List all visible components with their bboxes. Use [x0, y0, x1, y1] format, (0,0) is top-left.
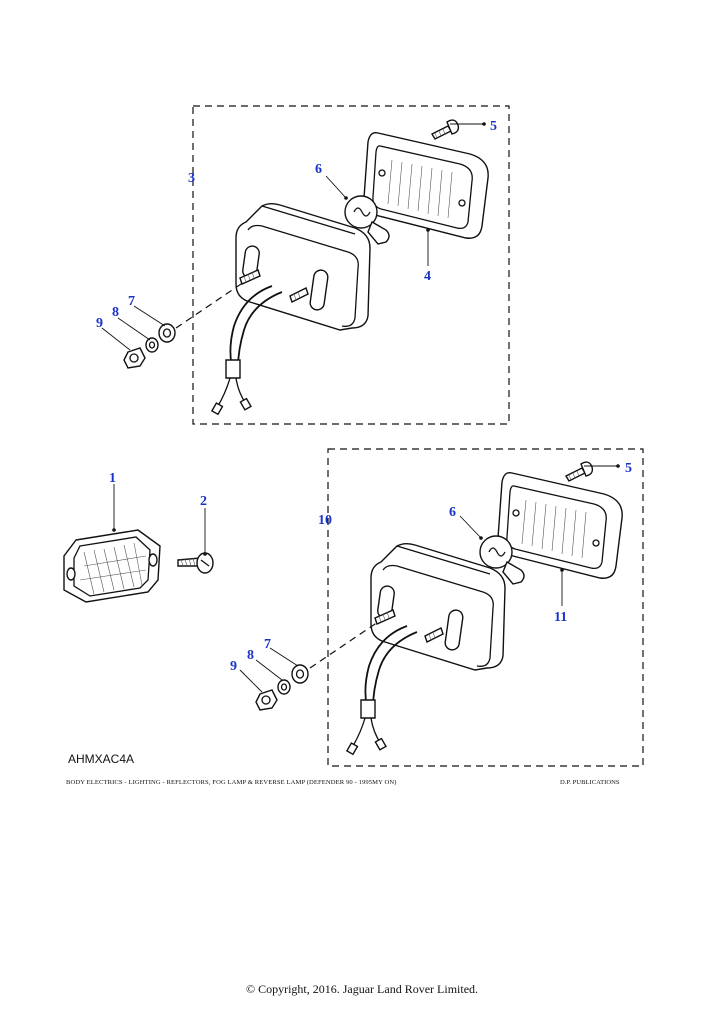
callout-reflector: 1 — [109, 471, 116, 486]
diagram-caption: BODY ELECTRICS - LIGHTING - REFLECTORS, … — [66, 779, 397, 786]
callout-lower-assembly: 10 — [318, 513, 332, 528]
callout-upper-screw: 5 — [490, 119, 497, 134]
lower-assembly-boundary — [327, 448, 644, 767]
callout-lower-washer: 7 — [264, 637, 271, 652]
diagram-reference-code: AHMXAC4A — [68, 752, 135, 766]
callout-upper-nut: 9 — [96, 316, 103, 331]
callout-upper-assembly: 3 — [188, 171, 195, 186]
upper-assembly-axis — [175, 281, 245, 329]
callout-reflector-screw: 2 — [200, 494, 207, 509]
upper-nut — [123, 347, 146, 369]
upper-spring-washer — [145, 337, 159, 353]
upper-bulb — [344, 195, 390, 245]
upper-washer — [158, 323, 176, 343]
callout-upper-lens: 4 — [424, 269, 431, 284]
copyright-notice: © Copyright, 2016. Jaguar Land Rover Lim… — [245, 982, 479, 996]
lower-lamp-assembly: 10 5 6 11 7 8 9 — [230, 448, 644, 767]
callout-upper-bulb: 6 — [315, 162, 322, 177]
callout-upper-washer: 7 — [128, 294, 135, 309]
callout-lower-screw: 5 — [625, 461, 632, 476]
callout-lower-bulb: 6 — [449, 505, 456, 520]
reflector — [63, 529, 161, 603]
lower-assembly-axis — [309, 621, 379, 669]
callout-lower-lens: 11 — [554, 610, 567, 625]
publisher-credit: D.P. PUBLICATIONS — [560, 779, 620, 786]
upper-assembly-boundary — [192, 105, 510, 425]
reflector-screw — [177, 552, 214, 574]
reflector-group: 1 2 — [63, 471, 214, 603]
callout-upper-spring-washer: 8 — [112, 305, 119, 320]
upper-lens-screw — [431, 119, 460, 140]
lower-washer — [291, 664, 309, 684]
upper-lamp-lens — [363, 132, 489, 239]
lower-lamp-body — [345, 543, 506, 756]
callout-lower-spring-washer: 8 — [247, 648, 254, 663]
lower-bulb — [479, 535, 525, 585]
upper-lamp-assembly: 3 5 6 4 7 8 9 — [96, 105, 510, 425]
lower-spring-washer — [277, 679, 291, 695]
lower-lens-screw — [565, 461, 594, 482]
upper-lamp-body — [210, 203, 371, 416]
lower-lamp-lens — [497, 472, 623, 579]
lower-nut — [255, 689, 278, 711]
callout-lower-nut: 9 — [230, 659, 237, 674]
